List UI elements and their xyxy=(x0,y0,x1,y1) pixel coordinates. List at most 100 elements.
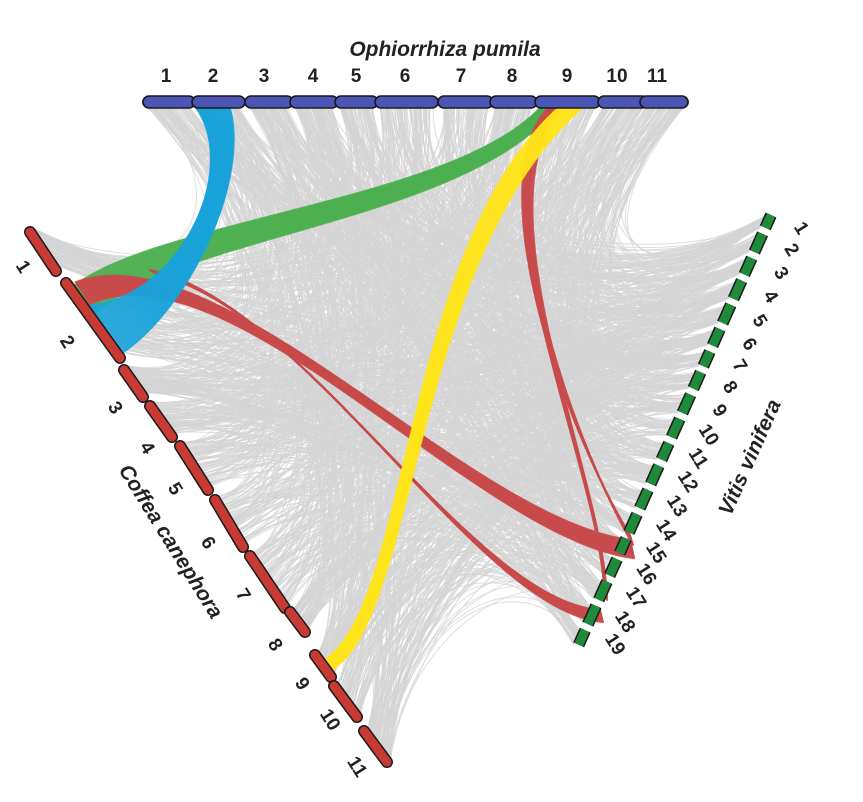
synteny-link xyxy=(284,551,579,636)
synteny-link xyxy=(260,330,715,564)
synteny-link xyxy=(78,281,737,341)
synteny-link xyxy=(300,361,701,618)
top-chromosome-label: 11 xyxy=(647,66,668,87)
synteny-link xyxy=(261,497,626,564)
top-chromosome-label: 4 xyxy=(308,66,319,87)
synteny-link xyxy=(244,470,650,540)
synteny-link xyxy=(327,329,715,664)
synteny-link xyxy=(116,342,622,540)
right-chromosome-5[interactable] xyxy=(718,302,735,325)
left-chromosome-label: 7 xyxy=(231,585,254,605)
right-chromosome-4[interactable] xyxy=(729,278,746,301)
genome-title-top: Ophiorrhiza pumila xyxy=(349,38,541,61)
synteny-link xyxy=(205,404,682,476)
right-chromosome-3[interactable] xyxy=(740,256,756,277)
top-chromosome-outline-11 xyxy=(639,95,689,109)
right-chromosome-10[interactable] xyxy=(667,417,684,440)
synteny-link xyxy=(209,461,647,484)
synteny-link xyxy=(274,514,621,584)
synteny-link xyxy=(323,107,631,519)
top-chromosome-outline-3 xyxy=(244,95,294,109)
synteny-link xyxy=(99,107,277,333)
top-chromosome-label: 1 xyxy=(161,66,172,87)
right-chromosome-17[interactable] xyxy=(594,579,612,602)
chromosome-bars xyxy=(24,95,777,768)
right-chromosome-9[interactable] xyxy=(678,392,695,415)
synteny-link xyxy=(360,462,654,713)
right-chromosome-15[interactable] xyxy=(615,536,631,555)
synteny-link xyxy=(326,536,600,662)
yellow-ribbon xyxy=(319,107,583,673)
left-chromosome-label: 1 xyxy=(11,257,35,277)
right-chromosome-1[interactable] xyxy=(761,213,776,230)
right-chromosome-18[interactable] xyxy=(583,604,601,626)
right-chromosome-19[interactable] xyxy=(574,628,590,647)
right-chromosome-6[interactable] xyxy=(708,327,725,348)
synteny-link xyxy=(307,262,745,628)
synteny-link xyxy=(306,351,705,626)
left-chromosome-label: 9 xyxy=(290,674,313,694)
left-chromosome-label: 2 xyxy=(55,332,78,352)
synteny-link xyxy=(238,265,744,530)
synteny-link xyxy=(339,469,651,685)
synteny-link xyxy=(390,590,589,758)
top-chromosome-label: 6 xyxy=(400,66,411,87)
left-chromosome-7[interactable] xyxy=(245,551,290,613)
right-chromosome-label: 17 xyxy=(621,583,650,612)
synteny-link xyxy=(297,107,764,256)
red-ribbon-left-to-v16 xyxy=(149,269,604,623)
right-chromosome-7[interactable] xyxy=(699,349,714,368)
synteny-link xyxy=(129,368,653,470)
top-chromosome-outline-2 xyxy=(191,95,246,109)
synteny-link xyxy=(267,467,650,574)
blue-ribbon xyxy=(83,107,235,357)
synteny-link xyxy=(387,280,737,754)
genome-title-right: Vitis vinifera xyxy=(714,396,786,519)
right-chromosome-label: 3 xyxy=(769,263,792,283)
left-chromosome-8[interactable] xyxy=(285,607,310,637)
right-chromosome-14[interactable] xyxy=(624,512,642,535)
right-chromosome-label: 7 xyxy=(728,356,751,376)
left-chromosome-9[interactable] xyxy=(310,650,336,682)
synteny-link xyxy=(293,352,705,609)
left-chromosome-2[interactable] xyxy=(61,278,125,363)
right-chromosome-8[interactable] xyxy=(689,370,705,391)
synteny-link xyxy=(293,434,668,609)
top-chromosome-label: 9 xyxy=(562,66,573,87)
right-chromosome-label: 10 xyxy=(694,421,723,450)
top-chromosome-label: 10 xyxy=(606,66,627,87)
synteny-link xyxy=(222,322,718,503)
right-chromosome-label: 5 xyxy=(748,311,772,331)
left-chromosome-4[interactable] xyxy=(145,401,177,442)
synteny-link xyxy=(276,526,602,587)
synteny-link xyxy=(165,223,763,419)
left-chromosome-label: 3 xyxy=(103,398,126,418)
synteny-link xyxy=(195,455,620,544)
left-chromosome-3[interactable] xyxy=(119,365,148,402)
right-chromosome-label: 2 xyxy=(779,240,802,260)
left-chromosome-10[interactable] xyxy=(329,681,362,722)
top-chromosome-outline-9 xyxy=(534,95,601,109)
synteny-link xyxy=(372,563,595,735)
right-chromosome-2[interactable] xyxy=(750,231,767,254)
synteny-link xyxy=(283,498,627,597)
right-chromosome-16[interactable] xyxy=(605,557,622,578)
right-chromosome-13[interactable] xyxy=(635,488,653,511)
synteny-link xyxy=(235,339,711,525)
left-chromosome-1[interactable] xyxy=(25,227,61,276)
synteny-link xyxy=(200,337,712,469)
synteny-link xyxy=(381,572,598,746)
synteny-link xyxy=(376,218,765,739)
left-chromosome-11[interactable] xyxy=(359,726,392,767)
top-chromosome-outline-8 xyxy=(489,95,538,109)
right-chromosome-12[interactable] xyxy=(646,463,663,486)
right-chromosome-11[interactable] xyxy=(657,441,673,462)
synteny-link xyxy=(127,107,292,369)
left-chromosome-6[interactable] xyxy=(210,495,248,552)
highlighted-synteny-links xyxy=(72,106,636,673)
synteny-link xyxy=(187,445,642,494)
synteny-link xyxy=(598,107,714,341)
synteny-link xyxy=(359,404,682,713)
top-chromosome-outline-7 xyxy=(437,95,494,109)
left-chromosome-5[interactable] xyxy=(175,441,213,495)
